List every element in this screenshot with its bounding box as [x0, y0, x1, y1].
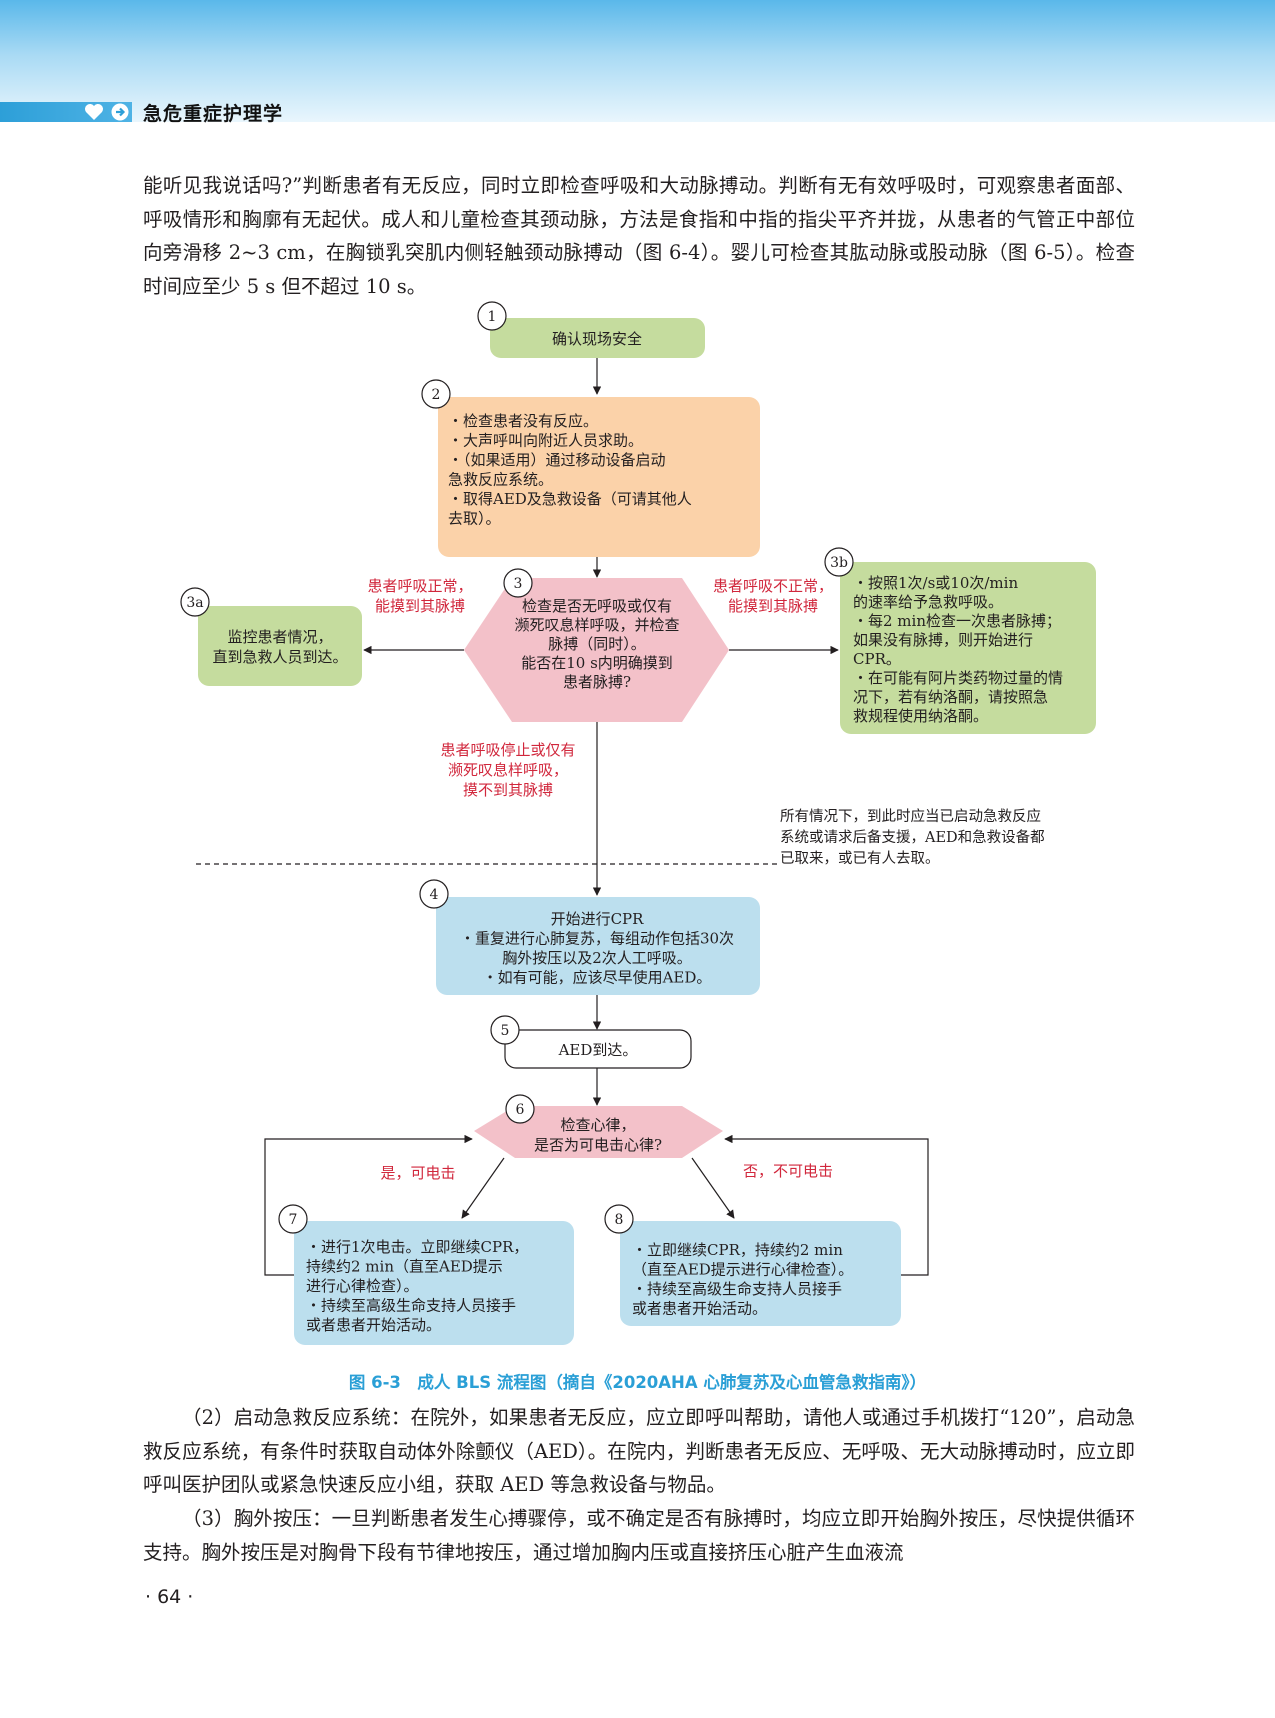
node-3-hexagon — [464, 578, 729, 722]
node-7-text: ・持续至高级生命支持人员接手 — [306, 1297, 516, 1315]
edge-6-8 — [691, 1157, 735, 1219]
node-4-number: 4 — [430, 887, 439, 903]
edge-label-abnormal-breathing: 患者呼吸不正常， — [713, 577, 833, 595]
node-2-text: 去取）。 — [448, 510, 501, 528]
node-2-text: ・检查患者没有反应。 — [448, 412, 598, 430]
node-3b-text: 况下，若有纳洛酮，请按照急 — [853, 688, 1048, 706]
node-7-box — [294, 1221, 574, 1345]
node-3b-text: ・每2 min检查一次患者脉搏； — [853, 612, 1061, 630]
node-3a-text: 监控患者情况， — [227, 628, 332, 646]
node-4-text: 开始进行CPR — [551, 910, 645, 928]
node-2-box — [438, 397, 760, 557]
edge-label-normal-breathing: 患者呼吸正常， — [367, 577, 472, 595]
node-6-number: 6 — [516, 1102, 525, 1118]
node-3b-number: 3b — [830, 555, 848, 571]
node-3b-text: 救规程使用纳洛酮。 — [853, 707, 988, 725]
node-1-text: 确认现场安全 — [552, 330, 642, 348]
node-4-text: ・如有可能，应该尽早使用AED。 — [483, 969, 712, 987]
node-4-circle — [419, 879, 449, 909]
edge-label-non-shockable: 否，不可电击 — [743, 1162, 833, 1180]
node-3a-text: 直到急救人员到达。 — [212, 648, 347, 666]
node-2-text: ・大声呼叫向附近人员求助。 — [448, 432, 643, 450]
node-3-text: 患者脉搏? — [563, 673, 631, 691]
node-6-text: 检查心律， — [560, 1116, 635, 1134]
node-6-circle — [505, 1094, 535, 1124]
book-title: 急危重症护理学 — [143, 103, 284, 125]
node-2-circle — [421, 379, 451, 409]
node-3b-text: ・在可能有阿片类药物过量的情 — [853, 669, 1063, 687]
node-3b-circle — [824, 547, 854, 577]
node-4-box — [436, 897, 760, 995]
node-3-text: 脉搏（同时）。 — [548, 635, 646, 653]
node-4-text: 胸外按压以及2次人工呼吸。 — [502, 949, 692, 967]
node-5-circle — [490, 1015, 520, 1045]
node-2-text: ・（如果适用）通过移动设备启动 — [448, 451, 666, 469]
note-text: 已取来，或已有人去取。 — [780, 850, 940, 867]
edge-7-loop — [264, 1134, 473, 1276]
header-band — [0, 0, 1275, 122]
node-7-circle — [278, 1204, 308, 1234]
edge-label-no-pulse: 濒死叹息样呼吸， — [448, 761, 568, 779]
node-3a-circle — [180, 587, 210, 617]
node-3a-box — [198, 606, 362, 686]
edge-label-abnormal-breathing: 能摸到其脉搏 — [728, 597, 818, 615]
heart-icon — [85, 104, 103, 120]
node-8-box — [620, 1221, 901, 1326]
node-3-number: 3 — [514, 576, 523, 592]
body-paragraph-2: （2）启动急救反应系统：在院外，如果患者无反应，应立即呼叫帮助，请他人或通过手机… — [143, 1406, 1135, 1496]
flow-edges — [196, 358, 929, 1276]
node-1-box — [490, 318, 705, 358]
node-3-text: 检查是否无呼吸或仅有 — [522, 597, 672, 615]
node-6-text: 是否为可电击心律? — [534, 1136, 662, 1154]
node-8-text: ・持续至高级生命支持人员接手 — [632, 1280, 842, 1298]
node-2-text: 急救反应系统。 — [448, 471, 553, 489]
node-3-text: 能否在10 s内明确摸到 — [521, 654, 673, 672]
node-8-circle — [604, 1204, 634, 1234]
flow-shapes — [180, 301, 1096, 1345]
edge-6-7 — [461, 1157, 505, 1219]
node-6-hexagon — [474, 1106, 723, 1158]
edge-8-loop — [724, 1134, 929, 1276]
node-7-text: 进行心律检查）。 — [306, 1277, 419, 1295]
figure-caption: 图 6-3 成人 BLS 流程图（摘自《2020AHA 心肺复苏及心血管急救指南… — [348, 1373, 927, 1392]
node-4-text: ・重复进行心肺复苏，每组动作包括30次 — [460, 930, 734, 948]
node-7-text: 或者患者开始活动。 — [306, 1316, 441, 1334]
page-number: · 64 · — [145, 1586, 194, 1608]
node-8-text: 或者患者开始活动。 — [632, 1300, 767, 1318]
node-3a-number: 3a — [186, 595, 203, 611]
node-2-text: ・取得AED及急救设备（可请其他人 — [448, 490, 692, 508]
node-3b-text: 的速率给予急救呼吸。 — [853, 593, 1003, 611]
edge-label-no-pulse: 摸不到其脉搏 — [463, 781, 553, 799]
note-text: 所有情况下，到此时应当已启动急救反应 — [780, 807, 1041, 825]
node-7-text: 持续约2 min（直至AED提示 — [306, 1258, 503, 1276]
body-paragraph-3: （3）胸外按压：一旦判断患者发生心搏骤停，或不确定是否有脉搏时，均应立即开始胸外… — [143, 1507, 1135, 1564]
edge-label-shockable: 是，可电击 — [380, 1164, 455, 1182]
node-1-circle — [477, 301, 507, 331]
node-3b-text: 如果没有脉搏，则开始进行 — [853, 631, 1033, 649]
node-3b-box — [840, 562, 1096, 734]
node-3-circle — [503, 568, 533, 598]
edge-label-no-pulse: 患者呼吸停止或仅有 — [440, 741, 575, 759]
node-8-text: ・立即继续CPR，持续约2 min — [632, 1241, 843, 1259]
node-7-text: ・进行1次电击。立即继续CPR， — [306, 1238, 528, 1256]
node-3-text: 濒死叹息样呼吸，并检查 — [514, 616, 679, 634]
node-5-box — [504, 1029, 692, 1069]
node-7-number: 7 — [289, 1212, 298, 1228]
node-5-text: AED到达。 — [558, 1041, 638, 1059]
node-8-number: 8 — [615, 1212, 624, 1228]
body-paragraph-top: 能听见我说话吗?”判断患者有无反应，同时立即检查呼吸和大动脉搏动。判断有无有效呼… — [143, 174, 1135, 298]
bls-flowchart: 1 确认现场安全 2 ・检查患者没有反应。・大声呼叫向附近人员求助。・（如果适用）通过… — [180, 301, 1096, 1345]
node-3b-text: ・按照1次/s或10次/min — [853, 574, 1018, 592]
node-8-text: （直至AED提示进行心律检查）。 — [632, 1261, 853, 1279]
node-1-number: 1 — [488, 309, 497, 325]
node-5-number: 5 — [501, 1023, 510, 1039]
node-3b-text: CPR。 — [853, 650, 901, 668]
flow-texts: 1 确认现场安全 2 ・检查患者没有反应。・大声呼叫向附近人员求助。・（如果适用）通过… — [186, 309, 1063, 1334]
node-2-number: 2 — [432, 387, 441, 403]
edge-label-normal-breathing: 能摸到其脉搏 — [375, 597, 465, 615]
note-text: 系统或请求后备支援，AED和急救设备都 — [780, 829, 1045, 846]
arrow-right-icon — [111, 103, 129, 121]
